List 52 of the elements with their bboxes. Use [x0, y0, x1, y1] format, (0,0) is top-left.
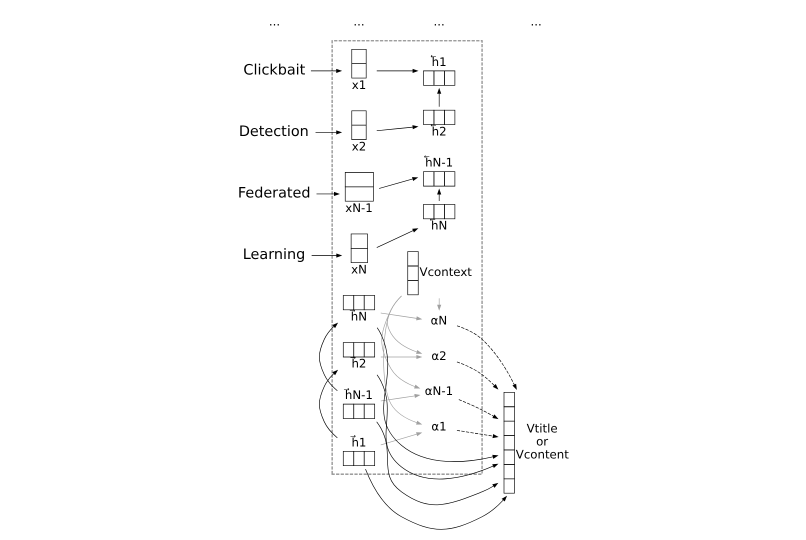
node-text: Detection [238, 124, 308, 140]
arrow [314, 130, 342, 134]
arrow [380, 312, 422, 320]
node-label: x2 [351, 139, 366, 154]
node-text: α1 [430, 420, 446, 434]
node-label: h⃖N-1 [424, 156, 453, 170]
label: ... [433, 14, 444, 28]
node-text: Federated [237, 186, 310, 202]
node-label: xN [350, 262, 366, 276]
node-label: or [536, 434, 548, 449]
node-label: h⃗N [350, 310, 367, 324]
node-label: Vtitle [526, 422, 558, 436]
arrow [318, 370, 338, 438]
label: ... [268, 14, 280, 28]
arrow [456, 326, 516, 390]
node-label: h⃗1 [350, 435, 366, 450]
node-label: x1 [351, 78, 366, 92]
node-label: xN-1 [344, 200, 372, 215]
label: ... [530, 14, 542, 28]
arrow [380, 394, 420, 402]
arrow [376, 68, 418, 73]
node-label: h⃗N-1 [344, 388, 372, 402]
node-label: h⃖2 [431, 124, 446, 138]
arrow [316, 192, 340, 196]
arrow [310, 253, 342, 258]
arrow [376, 374, 498, 480]
node-text: αN [430, 314, 447, 328]
arrow [378, 177, 418, 189]
arrow [380, 354, 422, 360]
arrow [376, 125, 418, 132]
arrow [376, 228, 418, 248]
arrow [456, 430, 498, 438]
arrow [380, 296, 420, 389]
node-label: h⃖1 [431, 54, 446, 69]
arrow [310, 68, 342, 73]
label: ... [352, 14, 364, 28]
node-text: Learning [242, 247, 305, 264]
arrow [318, 322, 338, 392]
arrow [458, 399, 498, 420]
node-text: α2 [430, 348, 446, 363]
node-label: Vcontext [419, 265, 472, 280]
arrow [376, 422, 498, 506]
node-label: h⃗2 [350, 356, 366, 371]
arrow [436, 88, 441, 108]
node-text: Clickbait [242, 62, 305, 79]
arrow [380, 432, 422, 446]
arrow [364, 468, 507, 530]
arrow [376, 327, 498, 462]
node-label: Vcontent [515, 448, 568, 462]
arrow [456, 362, 498, 390]
node-text: αN-1 [424, 384, 453, 398]
node-label: h⃖N [430, 218, 447, 233]
